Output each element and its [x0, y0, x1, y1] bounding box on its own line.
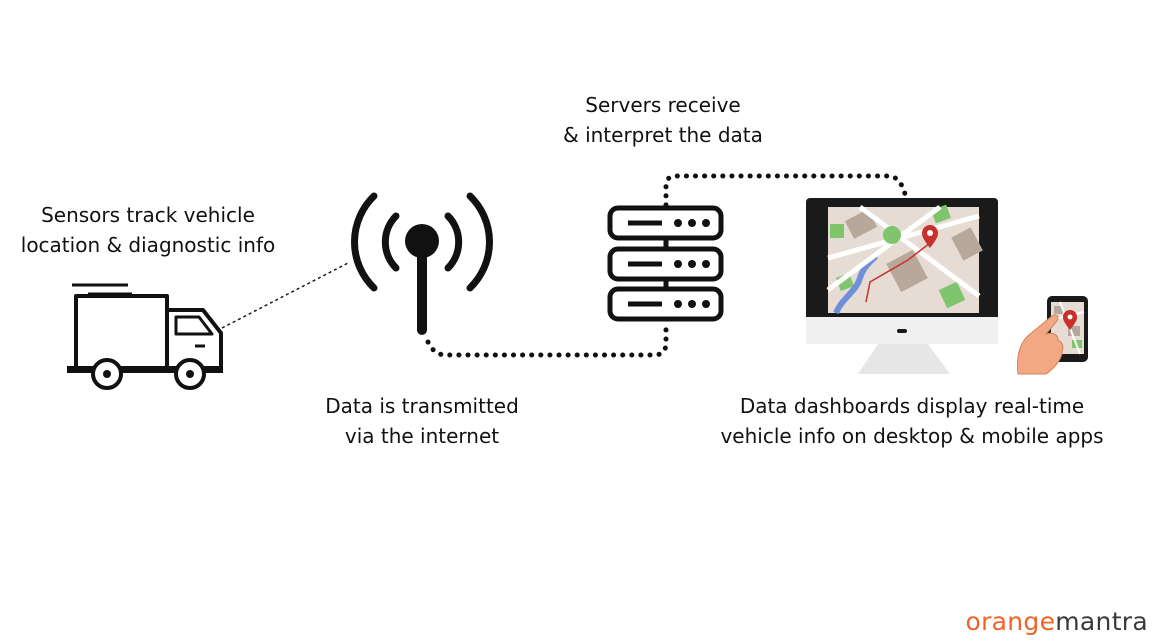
step-label-line: location & diagnostic info	[20, 233, 276, 257]
step-label-line: Servers receive	[585, 93, 741, 117]
step-label-line: & interpret the data	[563, 123, 763, 147]
step-label-line: Data dashboards display real-time	[739, 394, 1085, 418]
step-label-line: Sensors track vehicle	[41, 203, 255, 227]
step-label-line: vehicle info on desktop & mobile apps	[720, 424, 1104, 448]
step-label-line: via the internet	[344, 424, 500, 448]
connector-truck-to-antenna	[221, 262, 349, 329]
truck-icon	[67, 283, 223, 390]
logo-part-mantra: mantra	[1055, 607, 1148, 636]
map-pin-icon	[1063, 310, 1077, 330]
step-label-dashboards: Data dashboards display real-time vehicl…	[680, 391, 1144, 451]
connector-server-to-monitor	[663, 173, 908, 208]
logo-part-orange: orange	[965, 607, 1056, 636]
server-rack-icon	[607, 205, 724, 322]
step-label-sensors: Sensors track vehicle location & diagnos…	[0, 200, 296, 260]
connector-antenna-to-server	[425, 319, 669, 358]
hand-icon	[1017, 314, 1064, 375]
step-label-transmit: Data is transmitted via the internet	[290, 391, 554, 451]
desktop-map-icon	[806, 198, 998, 374]
brand-logo: orangemantra	[965, 607, 1148, 636]
antenna-icon	[351, 192, 493, 335]
step-label-servers: Servers receive & interpret the data	[530, 90, 796, 150]
step-label-line: Data is transmitted	[325, 394, 519, 418]
